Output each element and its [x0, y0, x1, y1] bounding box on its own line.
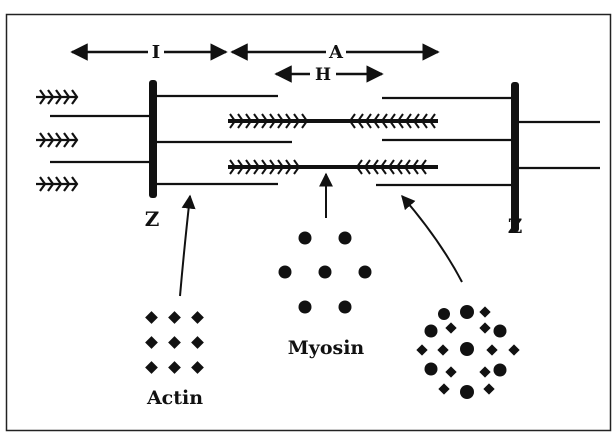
a-band-label: A: [328, 42, 344, 63]
z-disc-right: [511, 82, 519, 232]
h-zone-label: H: [315, 65, 331, 85]
actin-cross-section: [145, 311, 204, 374]
i-band-label: I: [152, 42, 160, 63]
myosin-cross-section: [279, 232, 372, 314]
z-label-left: Z: [145, 207, 160, 231]
pointer-arrows: [180, 174, 462, 296]
z-disc-left: [149, 80, 157, 198]
myosin-backbones: [228, 121, 438, 167]
overlap-cross-section: [416, 305, 519, 399]
z-label-right: Z: [508, 214, 523, 238]
myosin-label: Myosin: [288, 337, 365, 359]
actin-label: Actin: [146, 387, 203, 409]
actin-pointer-arrow: [180, 196, 190, 296]
outer-myosin-heads: [36, 90, 77, 191]
overlap-pointer-arrow: [402, 196, 462, 282]
band-arrows: [72, 52, 438, 74]
